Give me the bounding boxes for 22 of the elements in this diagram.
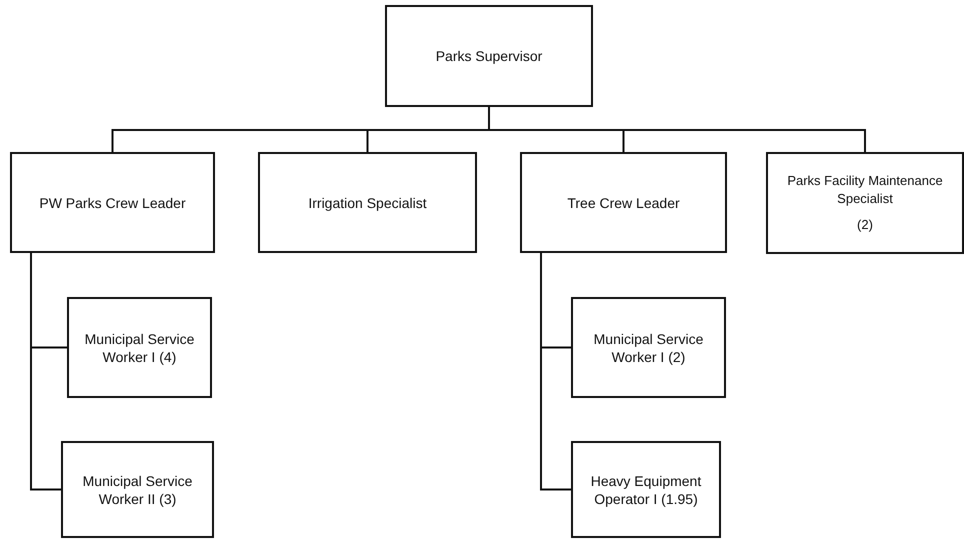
position-title: Heavy Equipment Operator I (1.95) xyxy=(590,472,702,508)
position-title: Parks Supervisor xyxy=(436,47,542,65)
position-title: Municipal Service Worker II (3) xyxy=(82,472,194,508)
position-title: PW Parks Crew Leader xyxy=(39,194,186,212)
position-box xyxy=(520,152,727,253)
position-title: Municipal Service Worker I (2) xyxy=(592,330,704,366)
position-title: Irrigation Specialist xyxy=(308,194,427,212)
position-box xyxy=(385,5,593,107)
position-title: Parks Facility Maintenance Specialist xyxy=(786,172,944,208)
position-count: (2) xyxy=(857,216,873,234)
position-box xyxy=(571,297,726,398)
connector-line xyxy=(30,253,61,490)
position-box xyxy=(571,441,721,538)
position-box xyxy=(61,441,214,538)
connector-line xyxy=(540,253,571,490)
connector-line xyxy=(488,107,866,152)
position-box xyxy=(258,152,477,253)
position-box xyxy=(10,152,215,253)
position-box xyxy=(67,297,212,398)
position-title: Municipal Service Worker I (4) xyxy=(84,330,196,366)
position-title: Tree Crew Leader xyxy=(567,194,680,212)
position-box xyxy=(766,152,964,254)
